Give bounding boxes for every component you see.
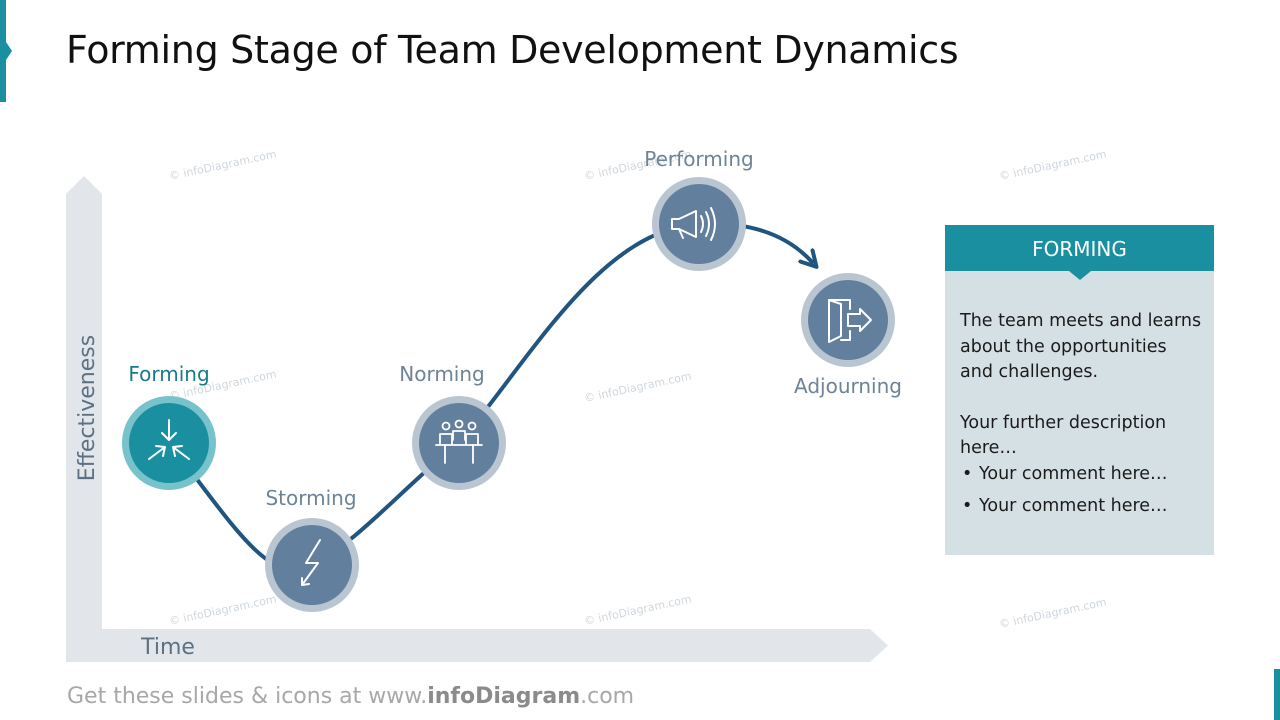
stage-norming-label: Norming bbox=[399, 362, 484, 386]
stage-performing[interactable]: Performing bbox=[644, 147, 754, 271]
stage-adjourning[interactable]: Adjourning bbox=[794, 273, 902, 398]
info-further-description: Your further description here… bbox=[960, 412, 1167, 459]
accent-bar-left bbox=[0, 0, 6, 102]
stage-norming-circle bbox=[419, 403, 499, 483]
lightning-bolt-icon bbox=[301, 539, 321, 586]
stage-forming-circle bbox=[129, 403, 209, 483]
info-bullet: Your comment here… bbox=[960, 494, 1205, 520]
megaphone-icon bbox=[671, 207, 716, 241]
stage-forming-label: Forming bbox=[128, 362, 209, 386]
stage-storming-circle bbox=[272, 525, 352, 605]
stage-storming-label: Storming bbox=[265, 486, 356, 510]
info-box-header: FORMING bbox=[945, 225, 1214, 271]
watermark: © infoDiagram.com bbox=[168, 147, 278, 182]
x-axis-label: Time bbox=[140, 635, 195, 660]
stage-adjourning-label: Adjourning bbox=[794, 374, 902, 398]
watermark: © infoDiagram.com bbox=[583, 369, 693, 404]
team-meeting-icon bbox=[435, 419, 483, 464]
watermark: © infoDiagram.com bbox=[168, 592, 278, 627]
watermark: © infoDiagram.com bbox=[583, 592, 693, 627]
stage-norming[interactable]: Norming bbox=[399, 362, 506, 490]
stage-forming[interactable]: Forming bbox=[122, 362, 216, 490]
footer-prefix: Get these slides & icons at www. bbox=[67, 684, 428, 709]
converging-arrows-icon bbox=[148, 419, 190, 460]
watermark: © infoDiagram.com bbox=[998, 147, 1108, 182]
accent-notch bbox=[6, 42, 12, 60]
y-axis-arrow bbox=[66, 176, 102, 662]
info-bullet: Your comment here… bbox=[960, 462, 1205, 488]
stage-performing-circle bbox=[659, 184, 739, 264]
page-title: Forming Stage of Team Development Dynami… bbox=[66, 28, 959, 72]
watermark: © infoDiagram.com bbox=[998, 595, 1108, 630]
info-box-pointer bbox=[1069, 271, 1091, 280]
y-axis-label: Effectiveness bbox=[75, 335, 100, 481]
stage-storming[interactable]: Storming bbox=[265, 486, 359, 612]
info-box-body: The team meets and learns about the oppo… bbox=[960, 309, 1205, 527]
accent-bar-right bbox=[1274, 669, 1280, 720]
info-box: FORMING The team meets and learns about … bbox=[945, 225, 1214, 555]
footer-suffix: .com bbox=[580, 684, 635, 709]
info-bullet-list: Your comment here… Your comment here… bbox=[960, 462, 1205, 520]
x-axis-arrow bbox=[66, 629, 888, 662]
footer-brand[interactable]: infoDiagram bbox=[427, 684, 581, 709]
exit-door-icon bbox=[828, 299, 872, 343]
info-description: The team meets and learns about the oppo… bbox=[960, 311, 1202, 382]
development-curve bbox=[167, 221, 812, 573]
footer: Get these slides & icons at www.infoDiag… bbox=[67, 684, 634, 709]
stage-performing-label: Performing bbox=[644, 147, 753, 171]
